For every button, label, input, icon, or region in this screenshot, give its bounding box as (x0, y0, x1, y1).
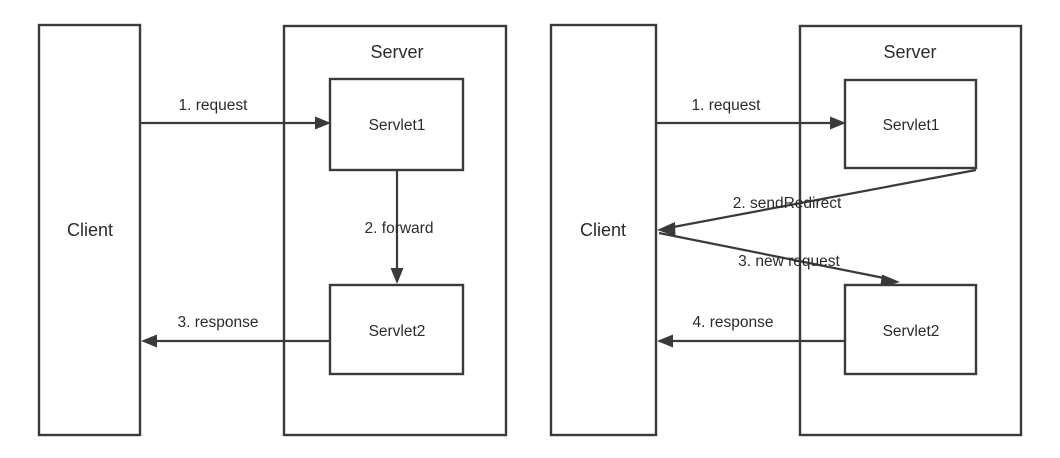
left-arrow-2-forward-head (390, 268, 404, 284)
left-client-box[interactable] (37, 23, 142, 437)
left-client-label: Client (67, 220, 113, 240)
left-arrow-1-request-head (315, 116, 331, 130)
left-step-1-label: 1. request (179, 97, 249, 114)
right-servlet1-label: Servlet1 (883, 117, 940, 134)
right-step-4-label: 4. response (693, 314, 774, 331)
right-arrow-4-response-head (657, 334, 673, 348)
left-step-2-label: 2. forward (365, 220, 434, 237)
left-servlet1-box[interactable] (328, 77, 465, 172)
left-panel: Server Client Servlet1 Servlet2 1. reque… (37, 23, 508, 437)
right-servlet2-label: Servlet2 (883, 323, 940, 340)
right-panel: Server Client Servlet1 Servlet2 1. reque… (549, 23, 1023, 437)
right-client-label: Client (580, 220, 626, 240)
right-client-box[interactable] (549, 23, 658, 437)
right-step-3-label: 3. new request (738, 253, 840, 270)
right-servlet2-box[interactable] (843, 283, 978, 376)
left-servlet1-label: Servlet1 (369, 117, 426, 134)
right-step-1-label: 1. request (692, 97, 762, 114)
right-step-2-label: 2. sendRedirect (733, 195, 842, 212)
right-servlet1-box[interactable] (843, 78, 978, 170)
left-servlet2-label: Servlet2 (369, 323, 426, 340)
right-server-box[interactable] (798, 24, 1023, 437)
right-arrow-1-request-head (830, 116, 846, 130)
left-server-label: Server (370, 42, 423, 62)
right-arrow-2-sendredirect-head (657, 222, 676, 236)
left-step-3-label: 3. response (178, 314, 259, 331)
left-arrow-3-response-head (141, 334, 157, 348)
left-servlet2-box[interactable] (328, 283, 465, 376)
right-arrow-2-sendredirect-line (667, 168, 977, 230)
right-arrow-3-newrequest-line (658, 231, 890, 281)
right-server-label: Server (883, 42, 936, 62)
left-server-box[interactable] (282, 24, 508, 437)
